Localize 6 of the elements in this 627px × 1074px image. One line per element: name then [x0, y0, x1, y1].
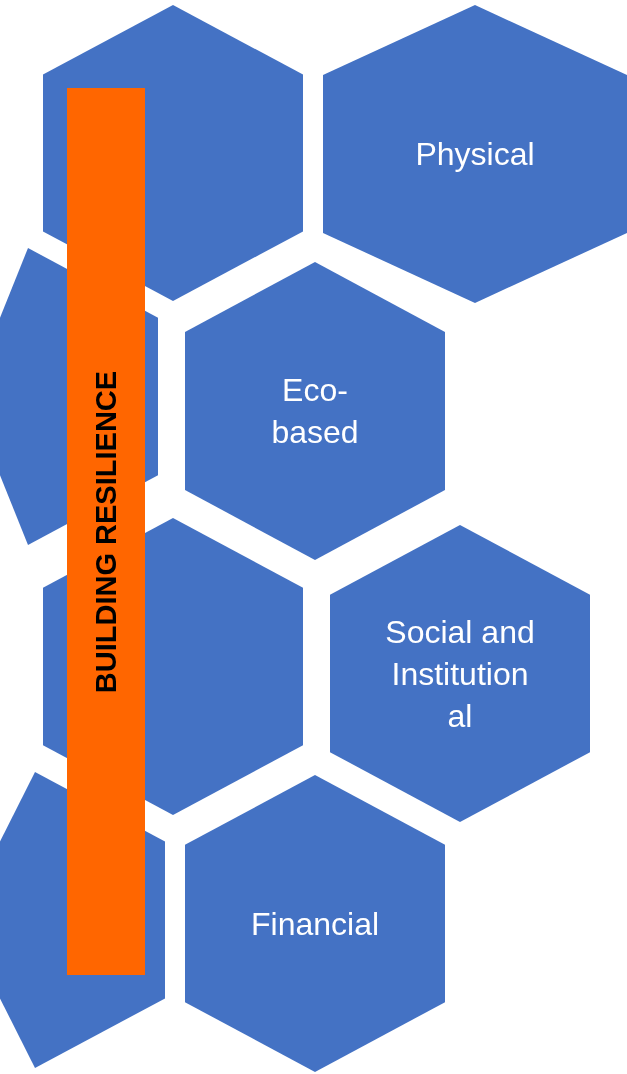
banner-title: BUILDING RESILIENCE — [89, 370, 123, 693]
banner-bar — [67, 88, 145, 975]
tile-label: Eco-based — [270, 371, 360, 452]
tile-label: Financial — [249, 904, 381, 944]
tile-label: Physical — [414, 135, 536, 174]
tile-label: Social and Institution al — [385, 612, 535, 736]
